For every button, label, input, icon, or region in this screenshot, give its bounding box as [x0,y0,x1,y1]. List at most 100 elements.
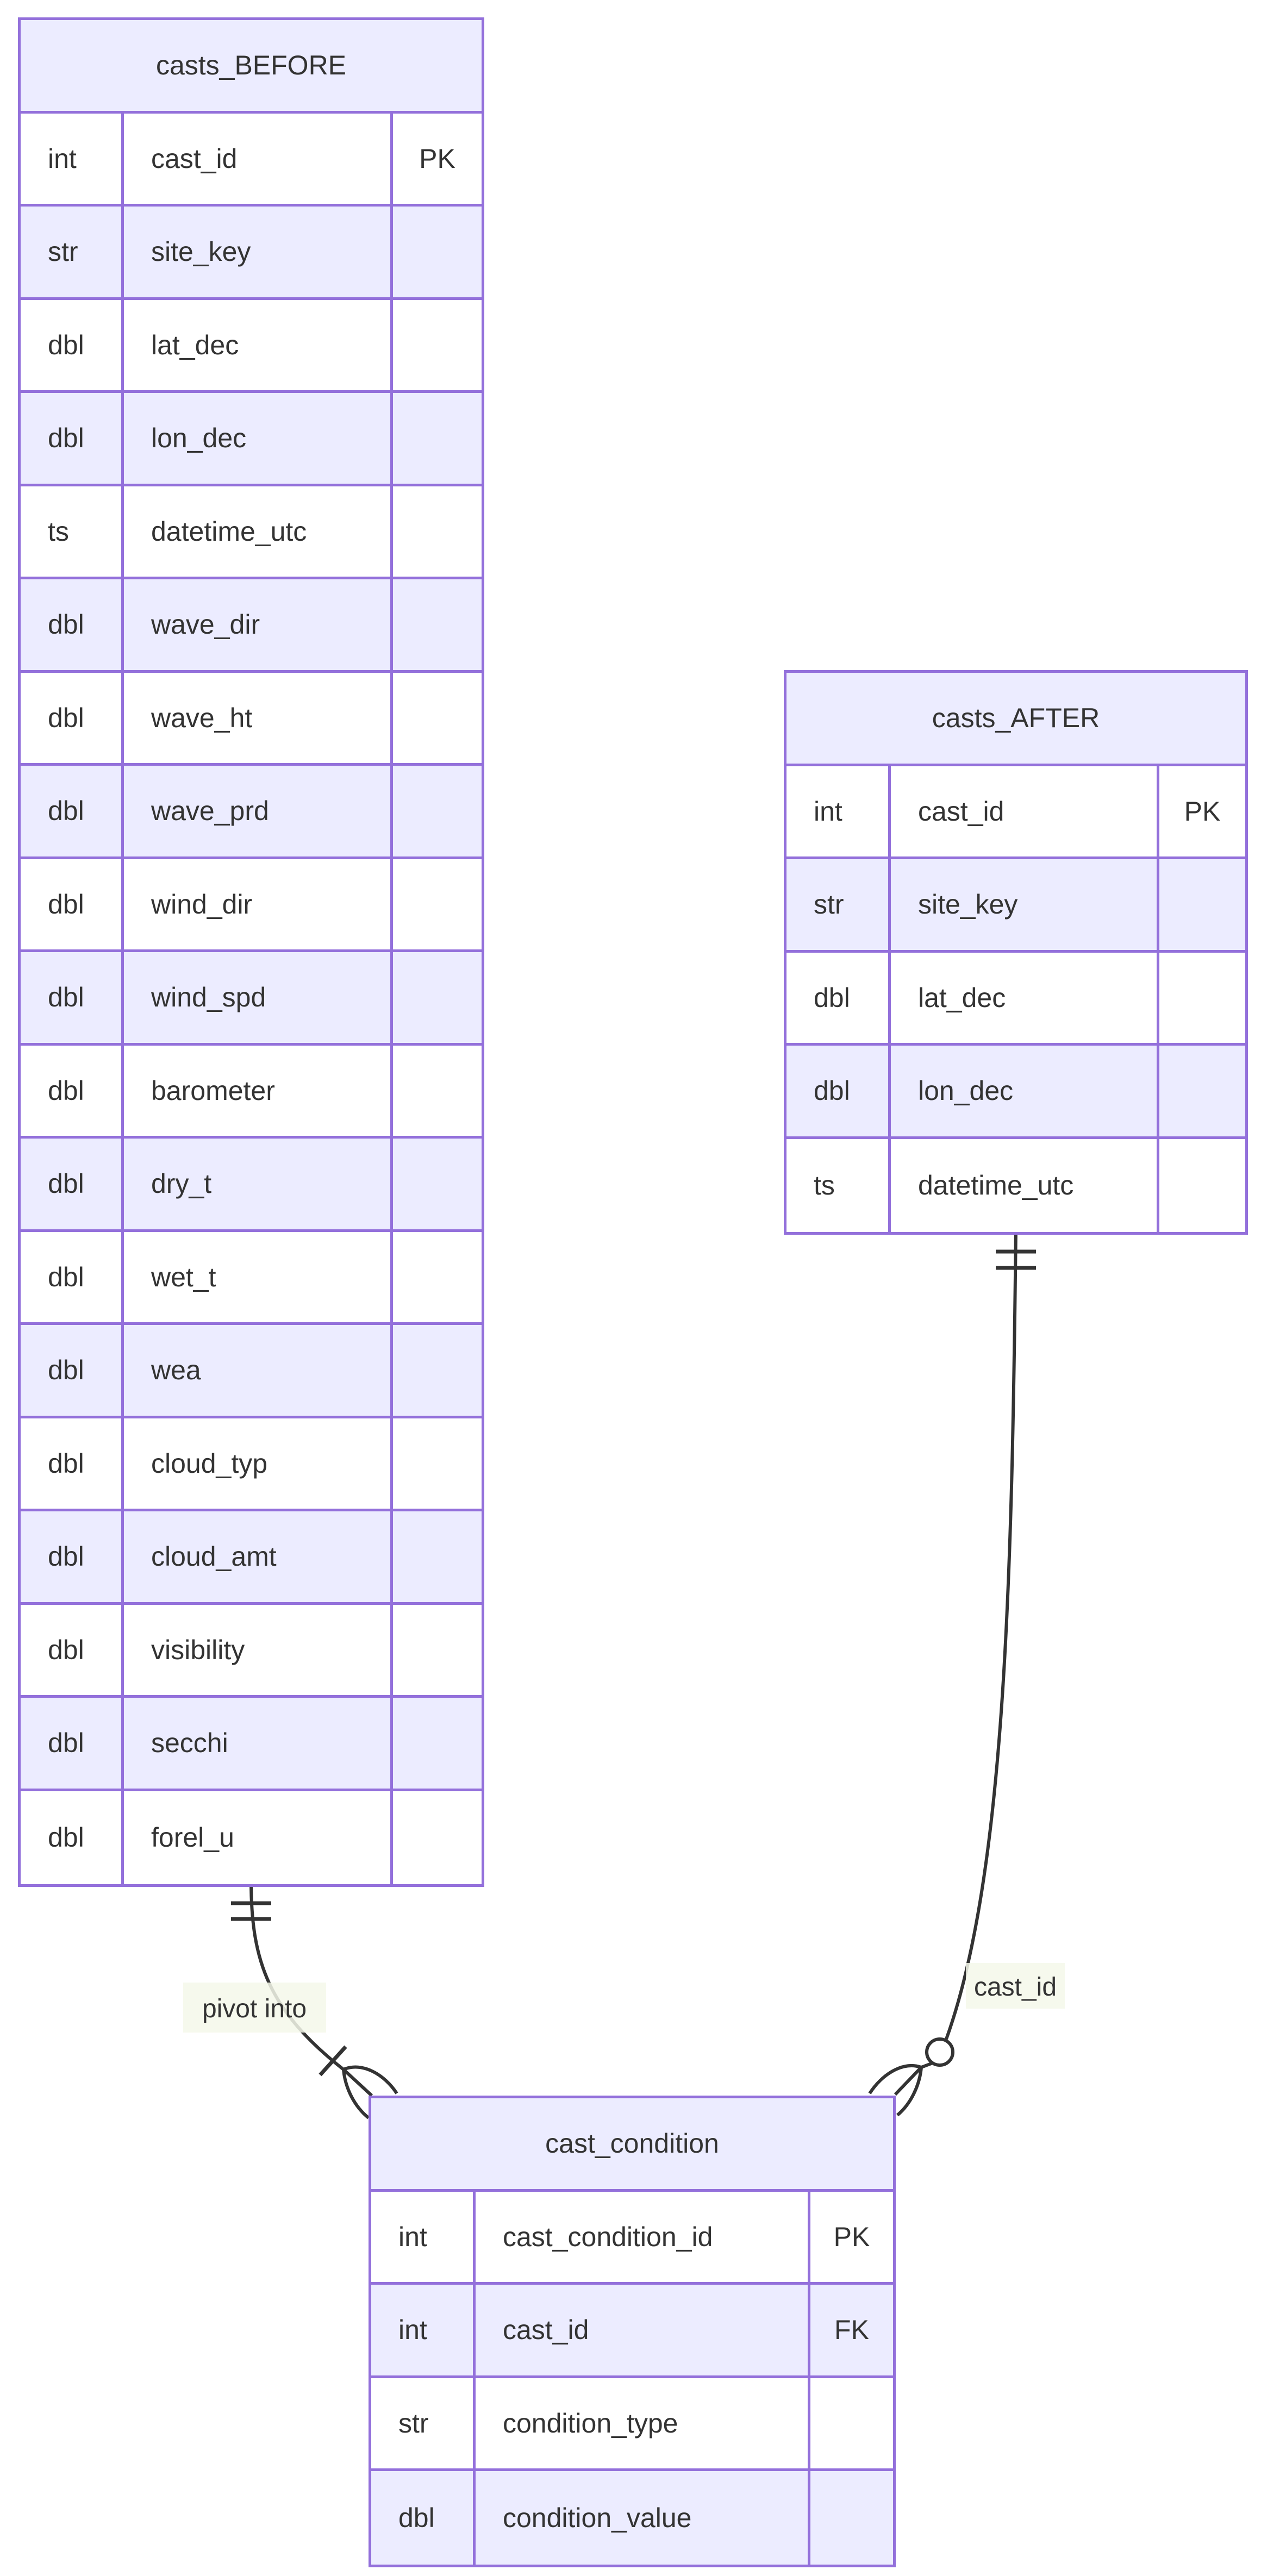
attribute-type: dbl [21,859,124,949]
attribute-key [393,1045,482,1136]
relationship-label-text: cast_id [974,1973,1057,2002]
attribute-key [393,859,482,949]
attribute-type: str [371,2378,476,2468]
relationship-casts_BEFORE-cast_condition: pivot into [183,1881,398,2119]
attribute-key [393,1604,482,1695]
attribute-key [393,207,482,297]
attribute-type: str [21,207,124,297]
relationship-label-background [966,1963,1065,2009]
attribute-key [810,2471,893,2565]
attribute-type: dbl [21,1604,124,1695]
attribute-type: int [786,766,891,856]
attribute-key: PK [1159,766,1245,856]
attribute-name: lat_dec [891,952,1159,1043]
attribute-type: int [371,2285,476,2375]
attribute-name: cloud_typ [124,1418,393,1509]
attribute-key [393,1418,482,1509]
attribute-type: dbl [21,1511,124,1602]
attribute-type: dbl [21,393,124,484]
cardinality-one-or-more-crow-foot-marker [319,2045,398,2119]
attribute-name: wet_t [124,1231,393,1322]
attribute-type: ts [21,486,124,577]
attribute-type: dbl [21,1139,124,1229]
cardinality-exactly-one-marker [231,1901,271,1921]
attribute-key [393,299,482,390]
attribute-type: dbl [371,2471,476,2565]
attribute-name: wind_spd [124,952,393,1043]
attribute-name: wea [124,1325,393,1416]
attribute-key [1159,1139,1245,1232]
attribute-key [393,1511,482,1602]
attribute-type: dbl [21,1791,124,1884]
attribute-type: dbl [786,952,891,1043]
attribute-type: str [786,859,891,950]
entity-title: cast_condition [371,2098,893,2192]
attribute-key [393,1231,482,1322]
attribute-key [1159,952,1245,1043]
zero-cardinality-circle [925,2037,954,2067]
attribute-key [393,579,482,670]
relationship-label: cast_id [966,1963,1065,2009]
attribute-name: cast_id [476,2285,810,2375]
cardinality-zero-or-more-crow-foot-marker [868,2037,954,2117]
attribute-key [393,486,482,577]
entity-title: casts_AFTER [786,673,1245,766]
attribute-key [1159,859,1245,950]
attribute-name: wind_dir [124,859,393,949]
attribute-name: cast_id [124,113,393,204]
attribute-name: secchi [124,1698,393,1789]
attribute-type: dbl [21,1231,124,1322]
attribute-name: cloud_amt [124,1511,393,1602]
relationship-label: pivot into [183,1983,326,2033]
relationship-label-background [183,1983,326,2033]
attribute-type: int [21,113,124,204]
attribute-name: lat_dec [124,299,393,390]
attribute-type: dbl [21,1418,124,1509]
relationship-line [249,1881,345,2071]
attribute-key [393,672,482,763]
attribute-name: condition_value [476,2471,810,2565]
attribute-type: ts [786,1139,891,1232]
attribute-name: forel_u [124,1791,393,1884]
attribute-name: wave_prd [124,766,393,856]
attribute-name: datetime_utc [124,486,393,577]
attribute-name: wave_dir [124,579,393,670]
attribute-name: cast_condition_id [476,2191,810,2282]
attribute-key: FK [810,2285,893,2375]
relationship-casts_AFTER-cast_condition: cast_id [868,1229,1065,2117]
relationship-line [945,1229,1017,2040]
attribute-type: dbl [21,299,124,390]
entity-title: casts_BEFORE [21,20,482,114]
attribute-type: dbl [21,766,124,856]
attribute-type: dbl [786,1046,891,1136]
attribute-name: condition_type [476,2378,810,2468]
attribute-name: site_key [891,859,1159,950]
attribute-name: lon_dec [124,393,393,484]
attribute-key [393,1139,482,1229]
attribute-name: barometer [124,1045,393,1136]
